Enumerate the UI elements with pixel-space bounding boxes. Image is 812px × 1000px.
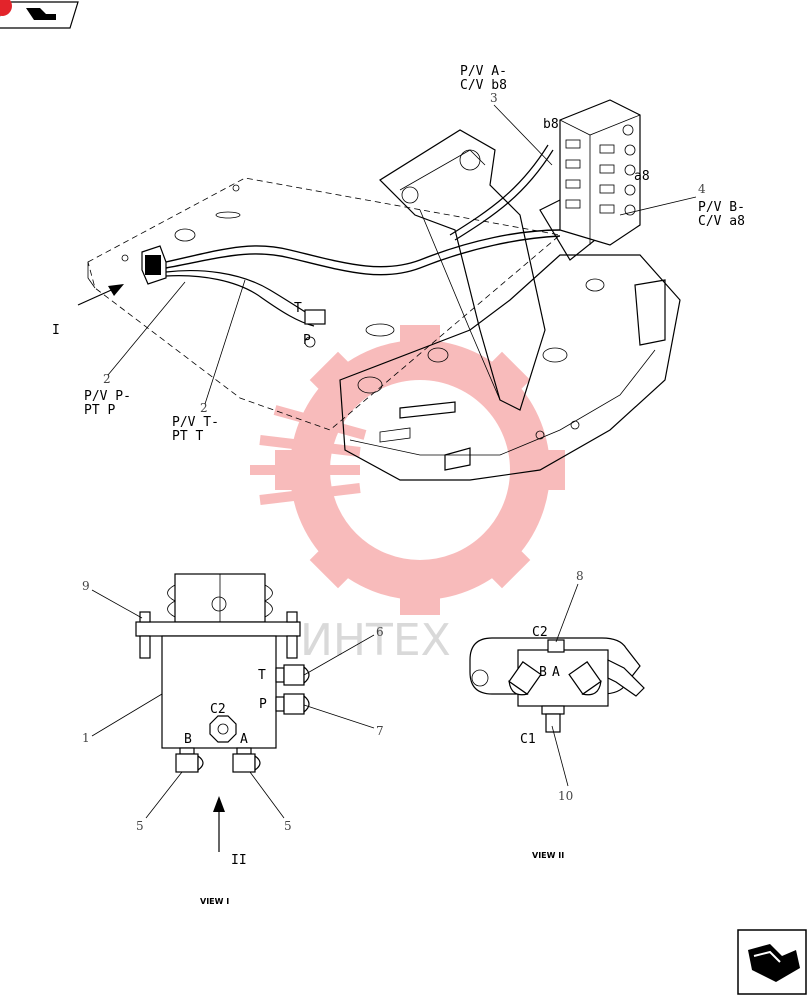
view1-port-b: B — [184, 732, 192, 747]
callout-9: 9 — [82, 579, 90, 593]
page-back-icon[interactable] — [0, 0, 79, 29]
view-1-drawing — [135, 573, 310, 773]
label-a8: a8 — [634, 169, 650, 184]
view-1-labels: T P C2 B A 9 6 7 1 5 5 II VIEW I — [82, 579, 384, 906]
view1-port-c2: C2 — [210, 702, 226, 717]
callout-5b: 5 — [284, 819, 292, 833]
label-pt-t: PT T — [172, 429, 203, 444]
port-p-label: P — [303, 333, 311, 348]
view2-port-c1: C1 — [520, 732, 536, 747]
top-callouts: P/V A- C/V b8 3 b8 a8 4 P/V B- C/V a8 2 … — [84, 64, 745, 444]
callout-6: 6 — [376, 625, 384, 639]
view-1-caption: VIEW I — [200, 897, 229, 906]
callout-1: 1 — [82, 731, 90, 745]
view1-port-p: P — [259, 697, 267, 712]
callout-7: 7 — [376, 724, 384, 738]
view1-port-a: A — [240, 732, 248, 747]
watermark-gear — [250, 325, 565, 615]
label-pv-b: P/V B- — [698, 200, 745, 215]
view-2-labels: C2 B A C1 8 10 VIEW II — [520, 569, 584, 860]
view-1-arrow: I — [52, 284, 124, 338]
port-t-label: T — [294, 301, 302, 316]
callout-10: 10 — [558, 789, 573, 803]
view-2-caption: VIEW II — [532, 851, 564, 860]
view-2-drawing — [469, 637, 645, 733]
label-pv-p: P/V P- — [84, 389, 131, 404]
label-pv-a: P/V A- — [460, 64, 507, 79]
pressure-tank-ports: T P — [294, 301, 326, 348]
label-pv-t: P/V T- — [172, 415, 219, 430]
corner-dot — [0, 0, 12, 16]
view2-port-a: A — [552, 665, 560, 680]
label-cv-a8: C/V a8 — [698, 214, 745, 229]
view-2-arrow-head — [213, 796, 225, 812]
view2-port-b: B — [539, 665, 547, 680]
callout-2a: 2 — [103, 372, 111, 386]
label-pt-p: PT P — [84, 403, 115, 418]
page-forward-icon[interactable] — [737, 929, 807, 995]
callout-5a: 5 — [136, 819, 144, 833]
view1-port-t: T — [258, 668, 266, 683]
label-b8: b8 — [543, 117, 559, 132]
label-cv-b8: C/V b8 — [460, 78, 507, 93]
callout-3: 3 — [490, 91, 498, 105]
watermark-text: ИНТЕХ — [300, 615, 451, 666]
callout-8: 8 — [576, 569, 584, 583]
callout-2b: 2 — [200, 401, 208, 415]
machine-frame — [87, 129, 681, 481]
view-1-marker: I — [52, 323, 60, 338]
control-valve-assembly — [559, 99, 641, 246]
view-2-marker: II — [231, 853, 247, 868]
callout-4: 4 — [698, 182, 706, 196]
pilot-valve — [141, 245, 167, 285]
view2-port-c2: C2 — [532, 625, 548, 640]
hydraulic-hoses — [165, 144, 561, 327]
